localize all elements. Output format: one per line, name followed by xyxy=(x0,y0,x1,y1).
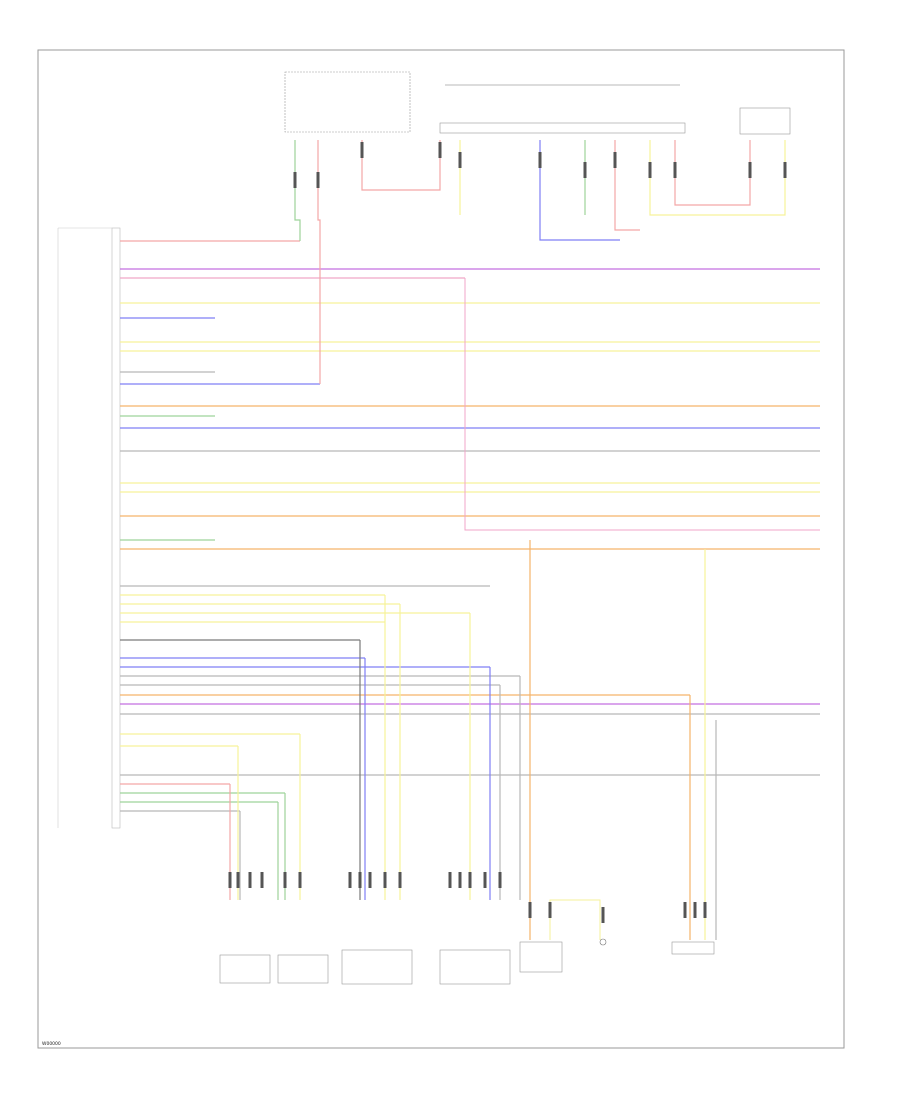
bottom-component-5 xyxy=(519,941,563,973)
connector-pin-6 xyxy=(298,872,302,888)
wire-layer xyxy=(120,140,820,940)
connector-pin-17 xyxy=(528,902,532,918)
connector-pin-32 xyxy=(673,162,677,178)
bottom-component-4 xyxy=(439,949,511,985)
wire-top-1 xyxy=(294,140,301,241)
connector-pin-4 xyxy=(260,872,264,888)
connector-pin-15 xyxy=(483,872,487,888)
connector-pin-2 xyxy=(236,872,240,888)
diagram-frame xyxy=(37,49,845,1049)
connector-pin-14 xyxy=(468,872,472,888)
wire-pink-return xyxy=(464,278,820,531)
connector-pin-28 xyxy=(538,152,542,168)
connector-pin-19 xyxy=(601,907,605,923)
connector-pin-30 xyxy=(613,152,617,168)
connector-pin-21 xyxy=(693,902,697,918)
connector-pin-5 xyxy=(283,872,287,888)
connector-pin-1 xyxy=(228,872,232,888)
wire-top-7 xyxy=(614,140,640,231)
top-box-1 xyxy=(284,71,411,133)
connector-pin-8 xyxy=(358,872,362,888)
connector-pin-10 xyxy=(383,872,387,888)
wire-top-8 xyxy=(649,140,786,216)
connector-pin-7 xyxy=(348,872,352,888)
connector-pin-23 xyxy=(293,172,297,188)
connector-pin-9 xyxy=(368,872,372,888)
connector-pin-3 xyxy=(248,872,252,888)
connector-pin-27 xyxy=(458,152,462,168)
connector-pin-24 xyxy=(316,172,320,188)
diagram-id: W00000 xyxy=(42,1041,61,1047)
wire-top-3 xyxy=(361,140,441,191)
top-box-2 xyxy=(439,122,686,134)
connector-pin-18 xyxy=(548,902,552,918)
connector-pin-22 xyxy=(703,902,707,918)
connector-pin-16 xyxy=(498,872,502,888)
connector-pin-26 xyxy=(438,142,442,158)
bottom-component-1 xyxy=(219,954,271,984)
bottom-component-6 xyxy=(671,941,715,955)
wire-bottom-loop xyxy=(549,899,601,940)
ecm-connector-block xyxy=(111,227,121,829)
top-box-3 xyxy=(739,107,791,135)
wire-top-5 xyxy=(539,140,620,241)
connector-pin-13 xyxy=(458,872,462,888)
connector-pin-12 xyxy=(448,872,452,888)
connector-pin-29 xyxy=(583,162,587,178)
connector-pin-33 xyxy=(748,162,752,178)
bottom-component-3 xyxy=(341,949,413,985)
wire-top-9 xyxy=(674,140,751,206)
connector-pin-25 xyxy=(360,142,364,158)
bottom-component-2 xyxy=(277,954,329,984)
connector-pin-11 xyxy=(398,872,402,888)
connector-pin-20 xyxy=(683,902,687,918)
sensor-symbol xyxy=(599,938,607,946)
connector-pin-31 xyxy=(648,162,652,178)
connector-pin-34 xyxy=(783,162,787,178)
